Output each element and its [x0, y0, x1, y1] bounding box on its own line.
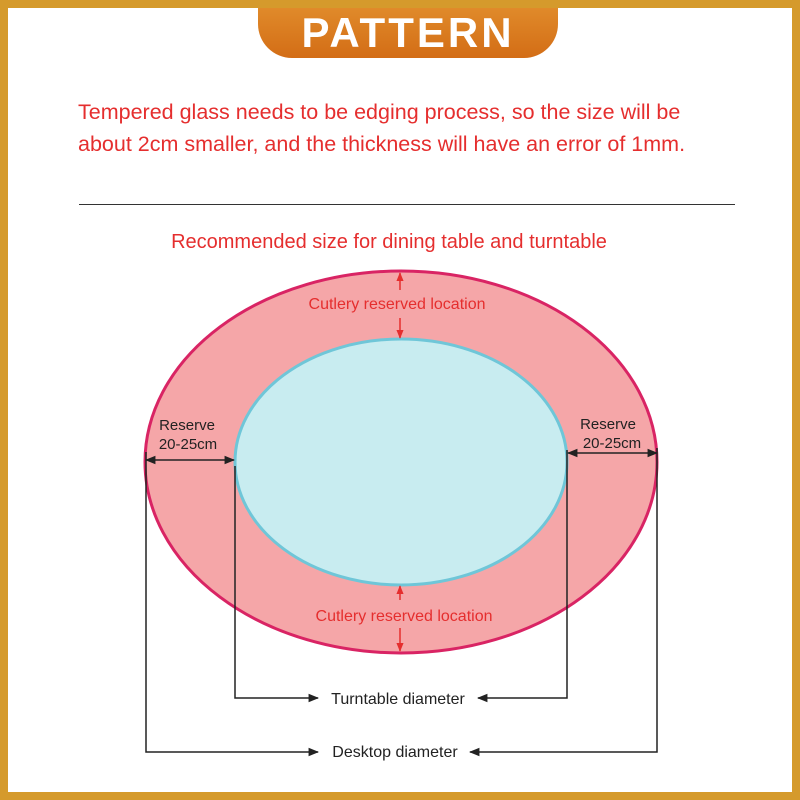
turntable-bracket-right — [476, 450, 568, 703]
desktop-bracket-right — [468, 448, 658, 757]
divider-line — [79, 204, 735, 205]
reserve-right-label-1: Reserve — [580, 416, 636, 433]
reserve-left-label-1: Reserve — [159, 417, 215, 434]
turntable-bracket-left — [234, 466, 320, 703]
reserve-right-label-2: 20-25cm — [583, 435, 641, 452]
desktop-bracket-left — [145, 452, 320, 757]
diagram-title: Recommended size for dining table and tu… — [171, 231, 607, 253]
desktop-diameter-label: Desktop diameter — [332, 744, 458, 761]
turntable-diameter-label: Turntable diameter — [331, 691, 465, 708]
note-line-2: about 2cm smaller, and the thickness wil… — [78, 132, 686, 156]
reserve-left-label-2: 20-25cm — [159, 436, 217, 453]
cutlery-top-label: Cutlery reserved location — [309, 296, 486, 313]
note-line-1: Tempered glass needs to be edging proces… — [78, 100, 681, 124]
turntable-ellipse — [233, 337, 569, 587]
glass-note: Tempered glass needs to be edging proces… — [78, 96, 758, 160]
banner-title: PATTERN — [301, 9, 515, 56]
pattern-banner: PATTERN — [258, 8, 558, 58]
cutlery-bottom-label: Cutlery reserved location — [316, 608, 493, 625]
